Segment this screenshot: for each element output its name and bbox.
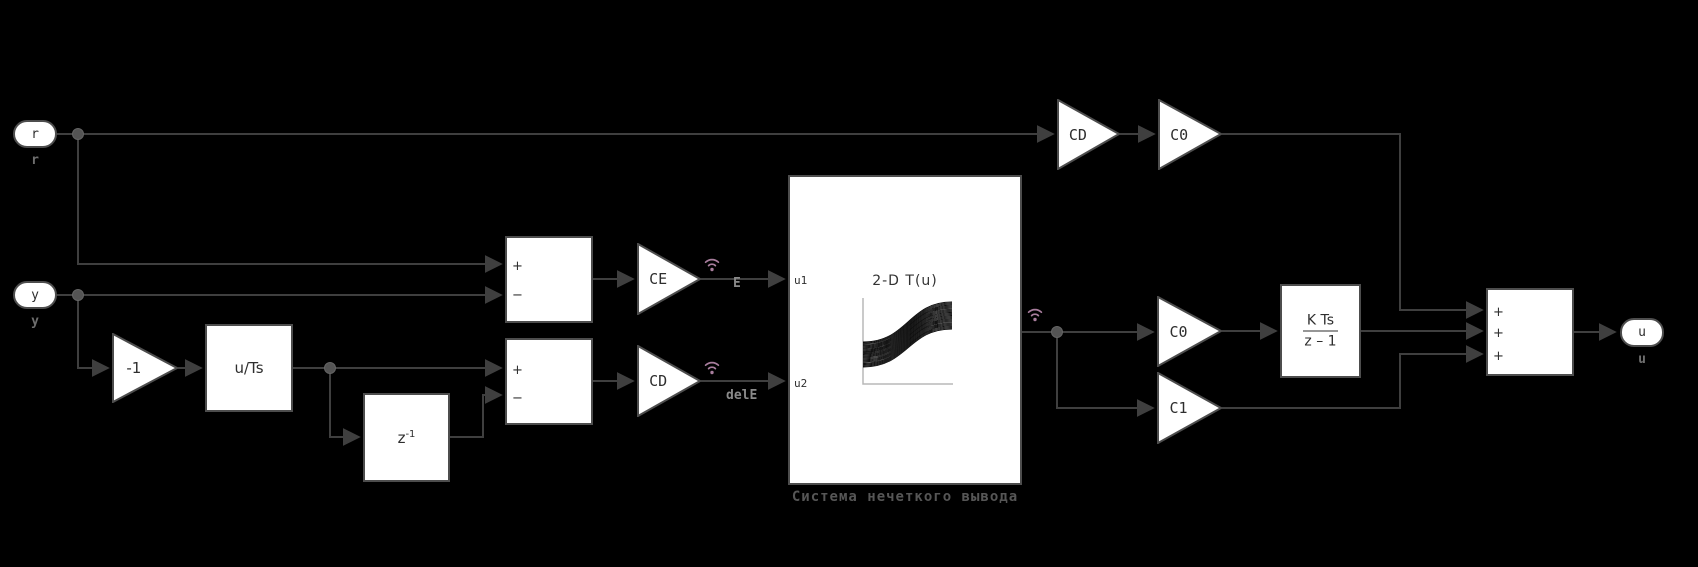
signal-label-dele: delE	[726, 388, 758, 403]
block-fuzzy-system[interactable]: 2-D T(u) u1 u2	[788, 175, 1022, 485]
gain-c0-mid[interactable]: C0	[1157, 296, 1222, 367]
wire-fuzzy-to-c1[interactable]	[1056, 332, 1155, 417]
sum1-plus-sign: +	[512, 259, 523, 274]
block-u-ts[interactable]: u/Ts	[205, 324, 293, 412]
block-discrete-integrator[interactable]: K Ts z – 1	[1280, 284, 1361, 378]
inport-r-label: r	[31, 126, 39, 142]
block-u-ts-label: u/Ts	[234, 359, 264, 377]
wire-y-to-neg1[interactable]	[77, 295, 110, 377]
wire-uts-to-delay[interactable]	[329, 368, 361, 446]
outport-u-caption: u	[1638, 352, 1646, 367]
inport-y[interactable]: y	[13, 281, 57, 309]
block-unit-delay-label: z-1	[397, 428, 416, 447]
gain-c1-label: C1	[1169, 399, 1188, 417]
fuzzy-block-caption: Система нечеткого вывода	[791, 489, 1019, 505]
gain-c0-top-label: C0	[1170, 125, 1189, 144]
sum1-minus-sign: −	[512, 288, 523, 303]
inport-y-caption: y	[31, 314, 39, 329]
gain-cd[interactable]: CD	[637, 345, 701, 417]
block-sum2[interactable]: + −	[505, 338, 593, 425]
wifi-signal-icon[interactable]	[1024, 305, 1046, 323]
outport-u-label: u	[1638, 325, 1646, 340]
wifi-signal-icon[interactable]	[701, 358, 723, 376]
surface-plot-axes	[862, 298, 953, 385]
gain-c0-top[interactable]: C0	[1158, 99, 1222, 170]
fuzzy-surface-title: 2-D T(u)	[872, 273, 938, 289]
wire-delay-to-sum2[interactable]	[450, 386, 503, 438]
gain-c1[interactable]: C1	[1157, 372, 1222, 444]
block-unit-delay[interactable]: z-1	[363, 393, 450, 482]
block-sum3[interactable]: + + +	[1486, 288, 1574, 376]
wire-c1-to-sum3[interactable]	[1222, 345, 1484, 409]
junction-dot	[1051, 326, 1063, 338]
gain-cd-label: CD	[649, 372, 668, 390]
inport-y-label: y	[31, 287, 39, 303]
gain-cd-top-label: CD	[1068, 125, 1087, 144]
inport-r-caption: r	[31, 153, 39, 168]
block-sum1[interactable]: + −	[505, 236, 593, 323]
wifi-signal-icon[interactable]	[701, 255, 723, 273]
outport-u[interactable]: u	[1620, 318, 1664, 347]
gain-ce-label: CE	[649, 270, 668, 288]
sum3-plus3-sign: +	[1493, 349, 1504, 364]
gain-neg1[interactable]: -1	[112, 333, 178, 403]
junction-dot	[72, 289, 84, 301]
gain-neg1-label: -1	[126, 359, 142, 377]
wire-c0top-to-sum3[interactable]	[1222, 133, 1484, 319]
surface-plot	[862, 298, 953, 385]
fuzzy-input-u1: u1	[794, 274, 808, 287]
wire-r-to-sum1[interactable]	[77, 134, 503, 273]
signal-label-e: E	[733, 276, 741, 291]
fuzzy-input-u2: u2	[794, 377, 808, 390]
sum2-minus-sign: −	[512, 391, 523, 406]
sum3-plus1-sign: +	[1493, 305, 1504, 320]
gain-c0-mid-label: C0	[1169, 322, 1188, 341]
inport-r[interactable]: r	[13, 120, 57, 148]
junction-dot	[324, 362, 336, 374]
gain-ce[interactable]: CE	[637, 243, 701, 315]
gain-cd-top[interactable]: CD	[1057, 99, 1120, 170]
junction-dot	[72, 128, 84, 140]
sum2-plus-sign: +	[512, 363, 523, 378]
sum3-plus2-sign: +	[1493, 326, 1504, 341]
block-discrete-integrator-label: K Ts z – 1	[1302, 312, 1339, 350]
